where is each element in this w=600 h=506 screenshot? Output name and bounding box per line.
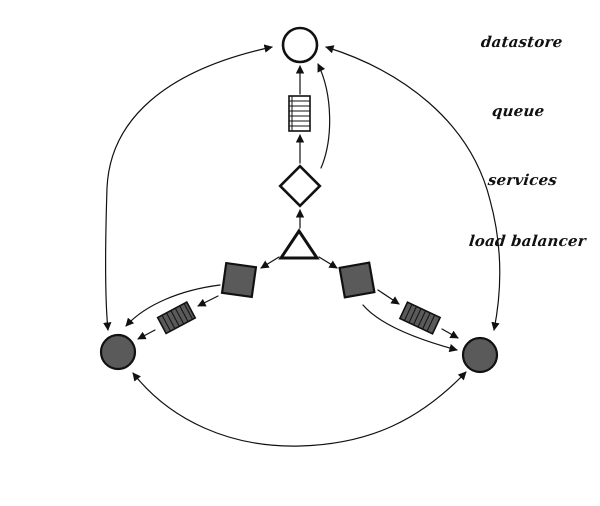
- legend-queue: queue: [491, 102, 546, 120]
- arrow-top-to-right-datastore: [325, 45, 501, 331]
- arrow-right-service-to-right-datastore: [362, 304, 458, 353]
- arrow-left-queue-to-left-datastore: [137, 329, 156, 340]
- arrow-left-to-right-datastore: [132, 371, 467, 447]
- queue-left-icon: [156, 300, 197, 335]
- datastore-top-icon: [281, 26, 319, 64]
- service-right-icon: [338, 261, 376, 299]
- legend-datastore: datastore: [480, 33, 564, 51]
- arrow-left-service-to-left-queue: [197, 295, 219, 307]
- datastore-left-icon: [99, 333, 137, 371]
- legend-services: services: [487, 171, 558, 189]
- legend-load-balancer: load balancer: [468, 232, 587, 250]
- queue-top-icon: [288, 95, 311, 132]
- arrow-left-service-to-left-datastore: [125, 284, 221, 327]
- service-left-icon: [220, 261, 258, 299]
- service-top-icon: [278, 164, 322, 208]
- queue-right-icon: [398, 301, 442, 335]
- arrow-right-service-to-right-queue: [377, 289, 400, 305]
- arrow-service-to-top-datastore: [317, 63, 331, 169]
- load-balancer-icon: [278, 228, 320, 260]
- arrow-lb-to-left-service: [260, 256, 280, 269]
- arrow-lb-to-right-service: [318, 256, 338, 269]
- datastore-right-icon: [461, 336, 499, 374]
- arrow-top-to-left-datastore: [103, 44, 273, 331]
- arrow-right-queue-to-right-datastore: [441, 328, 459, 339]
